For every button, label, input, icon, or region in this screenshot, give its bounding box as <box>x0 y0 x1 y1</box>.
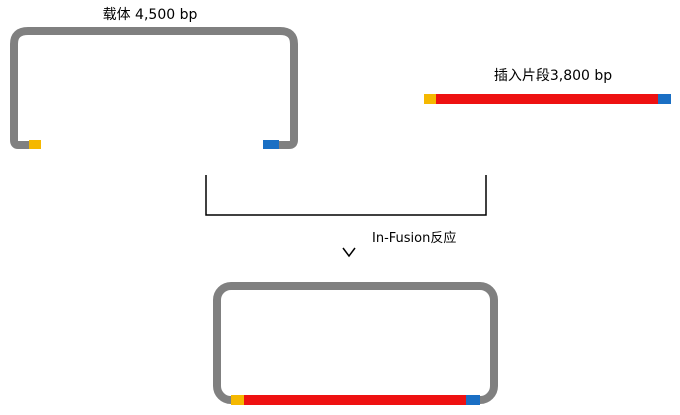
product-backbone <box>213 282 498 404</box>
insert-fragment: 插入片段3,800 bp <box>424 68 671 104</box>
product-right-junction <box>466 395 480 405</box>
reaction-label: In-Fusion反应 <box>372 230 456 246</box>
join-bracket <box>205 175 487 216</box>
reaction-connector: In-Fusion反应 <box>205 175 487 258</box>
vector: 载体 4,500 bp <box>10 7 298 149</box>
vector-label: 载体 4,500 bp <box>103 7 198 23</box>
insert-right-overlap <box>658 94 671 104</box>
product-insert <box>244 395 466 405</box>
insert-label: 插入片段3,800 bp <box>494 68 612 84</box>
vector-left-overlap <box>29 140 41 149</box>
product-left-junction <box>231 395 244 405</box>
insert-body <box>436 94 658 104</box>
reaction-arrow-head <box>342 247 356 258</box>
vector-right-overlap <box>263 140 279 149</box>
product-plasmid <box>213 282 498 405</box>
vector-backbone <box>10 27 298 149</box>
insert-left-overlap <box>424 94 436 104</box>
